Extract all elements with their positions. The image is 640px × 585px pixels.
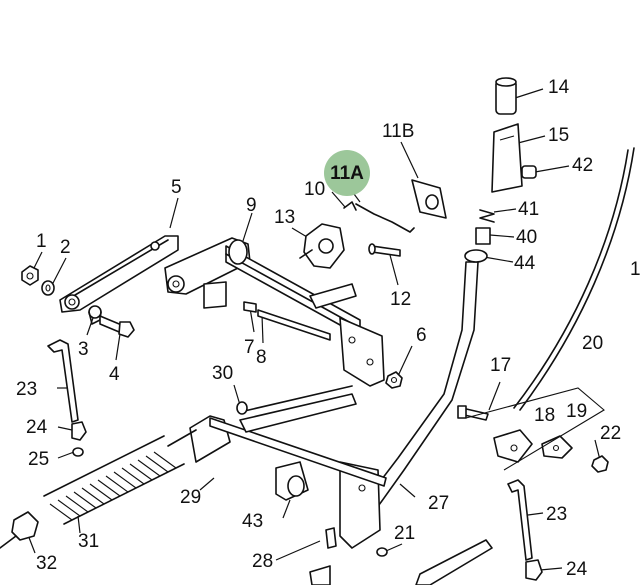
callout-17: 17 xyxy=(490,355,512,376)
bolt-7 xyxy=(243,301,257,313)
bracket-kit-20 xyxy=(465,387,605,471)
callout-20: 20 xyxy=(582,333,604,354)
callout-11b: 11B xyxy=(382,121,415,142)
rod-23-left xyxy=(47,339,79,423)
callout-31: 31 xyxy=(78,531,100,552)
spring-31 xyxy=(43,429,197,525)
lift-shaft-9 xyxy=(164,237,385,387)
callout-24-right: 24 xyxy=(566,559,588,580)
handle-lever-27 xyxy=(339,261,479,549)
rod-23-right xyxy=(507,479,533,561)
callout-25: 25 xyxy=(28,449,50,470)
knob-14 xyxy=(495,77,517,115)
callout-5: 5 xyxy=(171,177,182,198)
callout-3: 3 xyxy=(78,339,89,360)
collar-44 xyxy=(464,249,488,263)
lower-shaft-29 xyxy=(189,385,387,487)
grip-15 xyxy=(491,123,523,193)
callout-12: 12 xyxy=(390,289,412,310)
bushing-43 xyxy=(275,461,309,501)
callout-9: 9 xyxy=(246,195,257,216)
callout-10: 10 xyxy=(304,179,326,200)
pin-12 xyxy=(368,243,401,257)
callout-22: 22 xyxy=(600,423,622,444)
callout-23-left: 23 xyxy=(16,379,38,400)
cam-13 xyxy=(299,223,345,269)
callout-30: 30 xyxy=(212,363,234,384)
bolt-21 xyxy=(376,547,388,557)
callout-6: 6 xyxy=(416,325,427,346)
callout-14: 14 xyxy=(548,77,570,98)
callout-15: 15 xyxy=(548,125,570,146)
lower-frame xyxy=(415,539,493,585)
pin-8 xyxy=(257,309,331,341)
bolt-4 xyxy=(99,315,135,338)
callout-42: 42 xyxy=(572,155,594,176)
callout-24-left: 24 xyxy=(26,417,48,438)
arm-bracket-5 xyxy=(59,235,179,313)
callout-21: 21 xyxy=(394,523,416,544)
callout-8: 8 xyxy=(256,347,267,368)
callout-4: 4 xyxy=(109,364,120,385)
nut-1 xyxy=(21,265,39,286)
callout-27: 27 xyxy=(428,493,450,514)
callout-40: 40 xyxy=(516,227,538,248)
latch-11b xyxy=(411,179,447,219)
nut-6 xyxy=(385,371,403,389)
callout-1-edge: 1 xyxy=(630,259,640,280)
clip-10 xyxy=(343,201,357,211)
callout-2: 2 xyxy=(60,237,71,258)
washer-25 xyxy=(72,447,84,457)
callout-7: 7 xyxy=(244,337,255,358)
washer-2 xyxy=(41,280,55,296)
nut-24-right xyxy=(525,559,543,581)
callout-1: 1 xyxy=(36,231,47,252)
callout-32: 32 xyxy=(36,553,58,574)
leader-lines xyxy=(27,88,601,571)
callout-41: 41 xyxy=(518,199,540,220)
clamp-19 xyxy=(541,435,573,459)
bracket-28 xyxy=(309,527,337,585)
callout-13: 13 xyxy=(274,207,296,228)
spacer-40 xyxy=(475,227,491,245)
callout-19: 19 xyxy=(566,401,588,422)
callout-28: 28 xyxy=(252,551,274,572)
callout-43: 43 xyxy=(242,511,264,532)
nut-22 xyxy=(591,455,609,473)
spring-41 xyxy=(479,209,495,223)
button-42 xyxy=(521,165,537,179)
bushing-3 xyxy=(88,305,102,325)
callout-29: 29 xyxy=(180,487,202,508)
callout-23-right: 23 xyxy=(546,504,568,525)
fitting-32 xyxy=(0,511,39,549)
cable-1 xyxy=(513,147,635,411)
callout-11a-highlighted: 11A xyxy=(324,150,370,196)
nut-24-left xyxy=(71,421,87,441)
callout-44: 44 xyxy=(514,253,536,274)
bracket-18 xyxy=(493,429,533,463)
clip-30 xyxy=(236,401,248,415)
bolt-17 xyxy=(457,405,489,421)
callout-18: 18 xyxy=(534,405,556,426)
spring-clip-11a xyxy=(355,203,415,233)
